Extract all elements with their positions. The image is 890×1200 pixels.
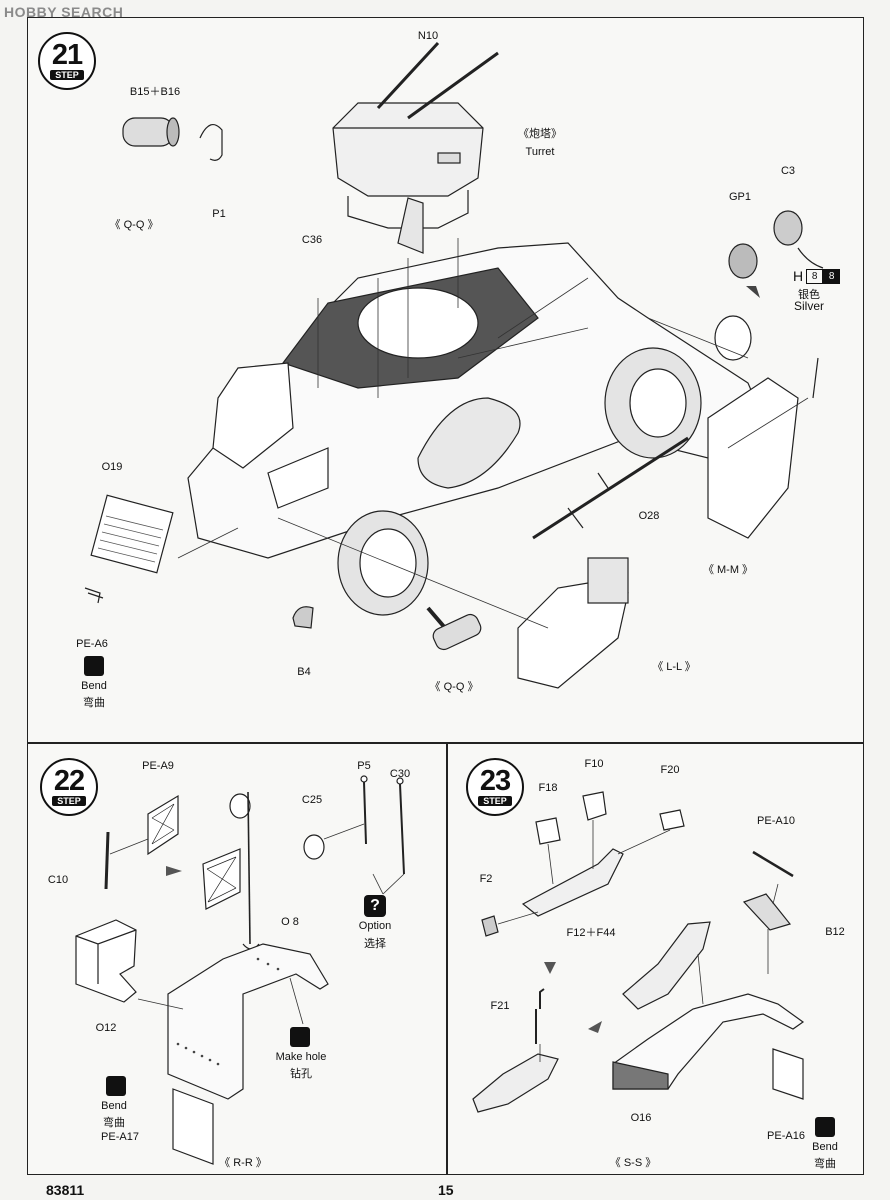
label-gp1: GP1: [728, 191, 752, 203]
label-o28: O28: [638, 510, 660, 522]
label-bend-cn: 弯曲: [83, 697, 105, 709]
label-bend-en: Bend: [101, 1100, 127, 1112]
label-bend-en: Bend: [81, 680, 107, 692]
label-f18: F18: [538, 782, 558, 794]
label-mm: 《 M-M 》: [702, 564, 754, 576]
option-question-icon: ?: [364, 895, 386, 917]
watermark: HOBBY SEARCH: [4, 4, 124, 20]
paint-cell-1: 8: [806, 268, 824, 284]
step-number: 23: [479, 765, 511, 797]
label-pe-a10: PE-A10: [757, 815, 795, 827]
paint-code-h8: H 8 8: [793, 268, 841, 284]
bend-icon: [84, 656, 104, 676]
label-option-en: Option: [358, 920, 392, 932]
label-p5: P5: [357, 760, 371, 772]
label-silver-en: Silver: [794, 299, 825, 313]
label-f20: F20: [660, 764, 680, 776]
label-turret-cn: 《炮塔》: [518, 128, 562, 140]
step-22-badge: 22 STEP: [40, 758, 98, 816]
step-22-panel: 22 STEP: [27, 743, 447, 1175]
label-f10: F10: [584, 758, 604, 770]
label-qq-1: 《 Q-Q 》: [109, 219, 159, 231]
step-label: STEP: [50, 70, 84, 80]
label-bend-en: Bend: [812, 1141, 838, 1153]
label-f21: F21: [490, 1000, 510, 1012]
label-make-hole-en: Make hole: [275, 1051, 327, 1063]
step-label: STEP: [478, 796, 512, 806]
bend-icon: [815, 1117, 835, 1137]
vehicle-hull-drawing: [84, 41, 824, 689]
step-23-panel: 23 STEP: [447, 743, 864, 1175]
label-ss: 《 S-S 》: [609, 1157, 657, 1169]
step-number: 21: [51, 39, 83, 71]
step-label: STEP: [52, 796, 86, 806]
step-number: 22: [53, 765, 85, 797]
step-21-panel: 21 STEP: [27, 17, 864, 743]
label-p1: P1: [212, 208, 226, 220]
bend-icon: [106, 1076, 126, 1096]
paint-cell-2: 8: [823, 268, 841, 284]
label-pe-a17: PE-A17: [101, 1131, 139, 1143]
label-c36: C36: [301, 234, 323, 246]
label-f2: F2: [479, 873, 493, 885]
label-b15-b16: B15＋B16: [129, 86, 181, 98]
label-qq-2: 《 Q-Q 》: [429, 681, 479, 693]
step-21-badge: 21 STEP: [38, 32, 96, 90]
label-o8: O 8: [281, 916, 299, 928]
label-o12: O12: [95, 1022, 117, 1034]
page-number: 15: [438, 1182, 454, 1198]
label-c3: C3: [780, 165, 796, 177]
label-bend-cn: 弯曲: [103, 1117, 125, 1129]
label-c10: C10: [47, 874, 69, 886]
label-ll: 《 L-L 》: [652, 661, 696, 673]
paint-h: H: [793, 268, 804, 284]
label-n10: N10: [417, 30, 439, 42]
make-hole-icon: [290, 1027, 310, 1047]
label-pe-a16: PE-A16: [767, 1130, 805, 1142]
label-c30: C30: [389, 768, 411, 780]
label-pe-a9: PE-A9: [142, 760, 174, 772]
label-b4: B4: [297, 666, 311, 678]
rear-fender-drawing: [472, 791, 805, 1113]
product-code: 83811: [46, 1182, 85, 1198]
label-rr: 《 R-R 》: [219, 1157, 267, 1169]
label-f12-f44: F12＋F44: [566, 927, 616, 939]
step-23-badge: 23 STEP: [466, 758, 524, 816]
label-option-cn: 选择: [364, 938, 386, 950]
label-b12: B12: [825, 926, 845, 938]
label-turret-en: Turret: [525, 146, 555, 158]
fender-mirror-drawing: [75, 775, 405, 1165]
label-silver-cn: 银色: [798, 289, 820, 301]
label-make-hole-cn: 钻孔: [290, 1068, 312, 1080]
label-pe-a6: PE-A6: [76, 638, 108, 650]
label-bend-cn: 弯曲: [814, 1158, 836, 1170]
label-o16: O16: [630, 1112, 652, 1124]
label-o19: O19: [101, 461, 123, 473]
label-c25: C25: [301, 794, 323, 806]
